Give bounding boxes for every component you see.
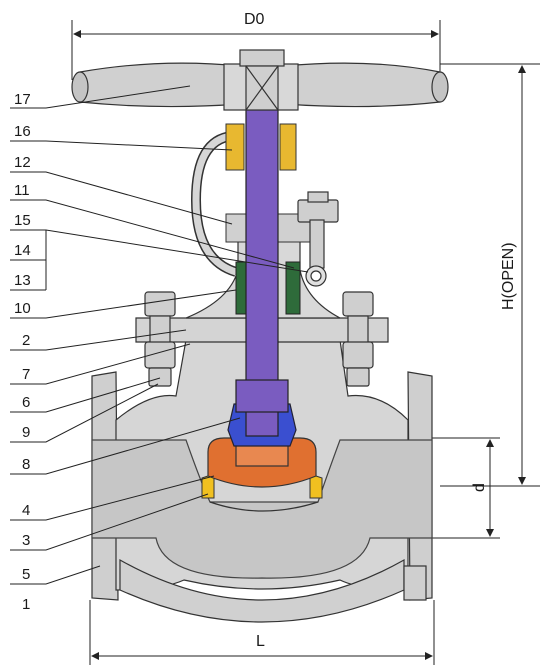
bolt-right	[342, 291, 374, 387]
dimension-l	[89, 600, 435, 665]
label-11: 11	[14, 182, 30, 199]
disc	[207, 437, 317, 488]
label-5: 5	[22, 566, 30, 583]
label-10: 10	[14, 300, 31, 317]
dim-h-open-label: H(OPEN)	[500, 242, 517, 310]
dim-d-label: d	[471, 483, 488, 492]
gland-bushing	[225, 123, 297, 171]
label-16: 16	[14, 123, 31, 140]
label-12: 12	[14, 154, 31, 171]
label-6: 6	[22, 394, 30, 411]
bolt-left	[144, 291, 176, 387]
label-14: 14	[14, 242, 31, 259]
leader-lines	[10, 85, 309, 585]
label-9: 9	[22, 424, 30, 441]
dimension-d	[430, 437, 500, 539]
dimension-h-open	[440, 63, 540, 487]
dim-l-label: L	[256, 633, 265, 650]
label-1: 1	[22, 596, 30, 613]
label-15: 15	[14, 212, 31, 229]
dim-d0-label: D0	[244, 11, 265, 28]
label-4: 4	[22, 502, 30, 519]
label-13: 13	[14, 272, 31, 289]
eyebolt	[297, 191, 339, 287]
label-7: 7	[22, 366, 30, 383]
label-2: 2	[22, 332, 30, 349]
dimension-d0	[71, 20, 441, 80]
handwheel	[71, 49, 449, 111]
label-8: 8	[22, 456, 30, 473]
part-labels: 17 16 12 11 15 14 13 10 2 7 6 9 8 4 3 5 …	[14, 91, 31, 613]
label-3: 3	[22, 532, 30, 549]
label-17: 17	[14, 91, 31, 108]
